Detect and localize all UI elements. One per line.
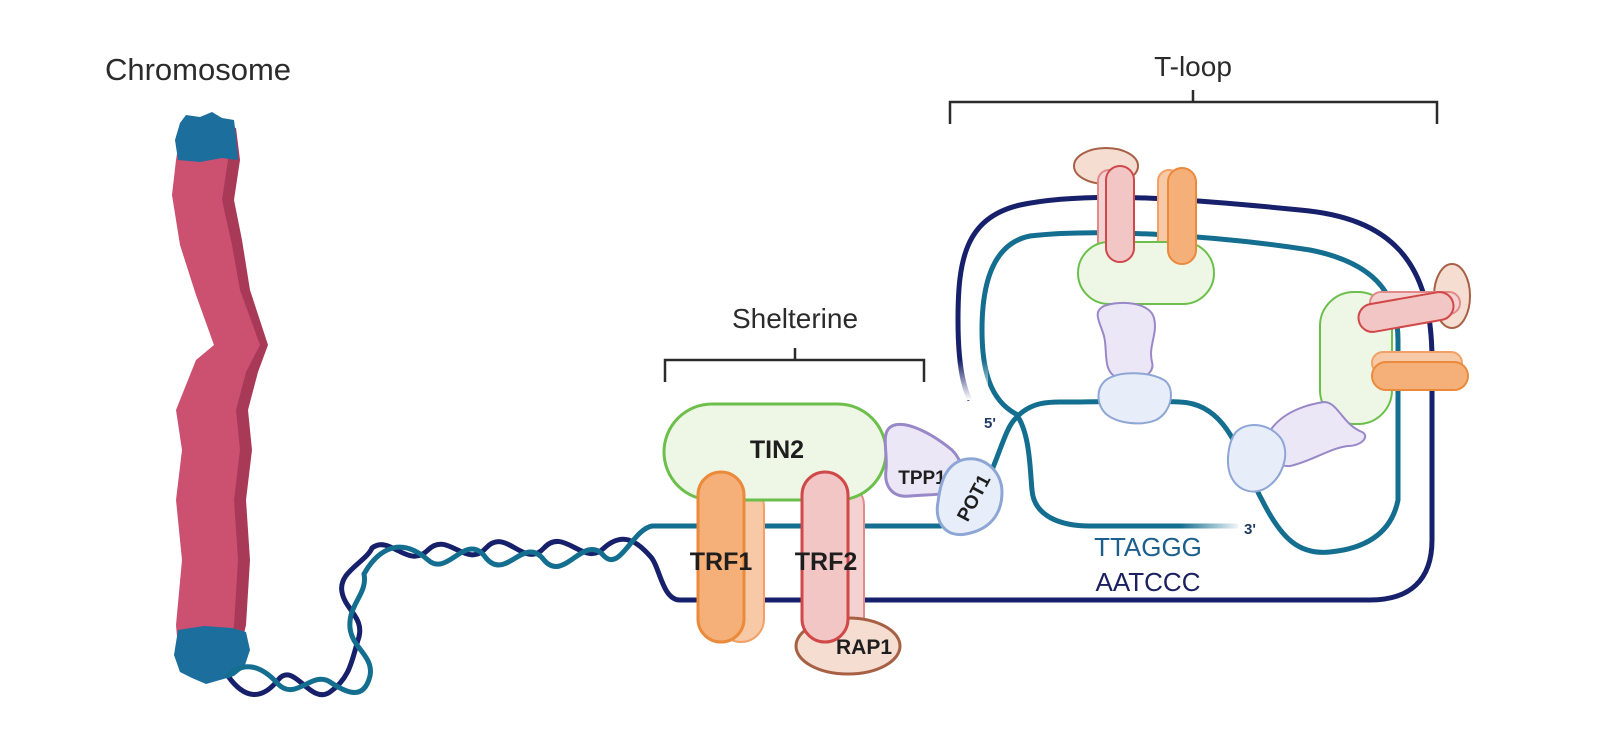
trf1-protein xyxy=(696,470,746,644)
chromosome-label: Chromosome xyxy=(105,52,291,87)
chromosome-bottom-cap xyxy=(174,626,250,684)
chromosome-body xyxy=(172,120,260,672)
tpp1-protein-top xyxy=(1096,301,1156,381)
chromosome-top-cap xyxy=(175,112,238,162)
three-prime-fade xyxy=(1180,516,1242,536)
five-prime-fade xyxy=(958,360,988,400)
pot1-protein-right xyxy=(1227,424,1287,493)
three-prime-label: 3' xyxy=(1244,521,1256,538)
shelterine-bracket xyxy=(663,348,926,382)
trf1-protein-top xyxy=(1167,167,1197,265)
sequence-top: TTAGGG xyxy=(1094,532,1202,562)
trf2-label: TRF2 xyxy=(795,548,858,576)
rap1-label: RAP1 xyxy=(836,636,892,659)
trf2-protein-top xyxy=(1105,165,1135,263)
pot1-protein xyxy=(935,457,1004,537)
five-prime-label: 5' xyxy=(984,415,996,432)
helix-strand-dark xyxy=(225,536,1373,698)
shelterin-complex-top xyxy=(1073,147,1215,425)
shelterin-complex-right xyxy=(1227,263,1471,493)
dna-helix xyxy=(225,523,1373,698)
tloop-label: T-loop xyxy=(1154,51,1232,82)
trf1-protein-right xyxy=(1371,361,1469,391)
trf2-protein-right xyxy=(1357,291,1455,333)
shelterine-label: Shelterine xyxy=(732,303,858,334)
tpp1-label: TPP1 xyxy=(898,468,946,489)
tloop-bracket xyxy=(948,90,1439,124)
chromosome xyxy=(172,112,268,684)
helix-strand-teal xyxy=(225,523,943,695)
tloop-inner-strand xyxy=(939,230,1401,555)
trf2-protein xyxy=(800,470,850,644)
tpp1-protein-right xyxy=(1268,400,1367,468)
tin2-label: TIN2 xyxy=(750,436,804,464)
trf1-label: TRF1 xyxy=(690,548,753,576)
pot1-protein-top xyxy=(1097,372,1172,425)
sequence-bottom: AATCCC xyxy=(1096,567,1201,597)
shelterin-complex: TIN2 TPP1 POT1 TRF1 RAP1 TRF2 xyxy=(662,402,1004,676)
